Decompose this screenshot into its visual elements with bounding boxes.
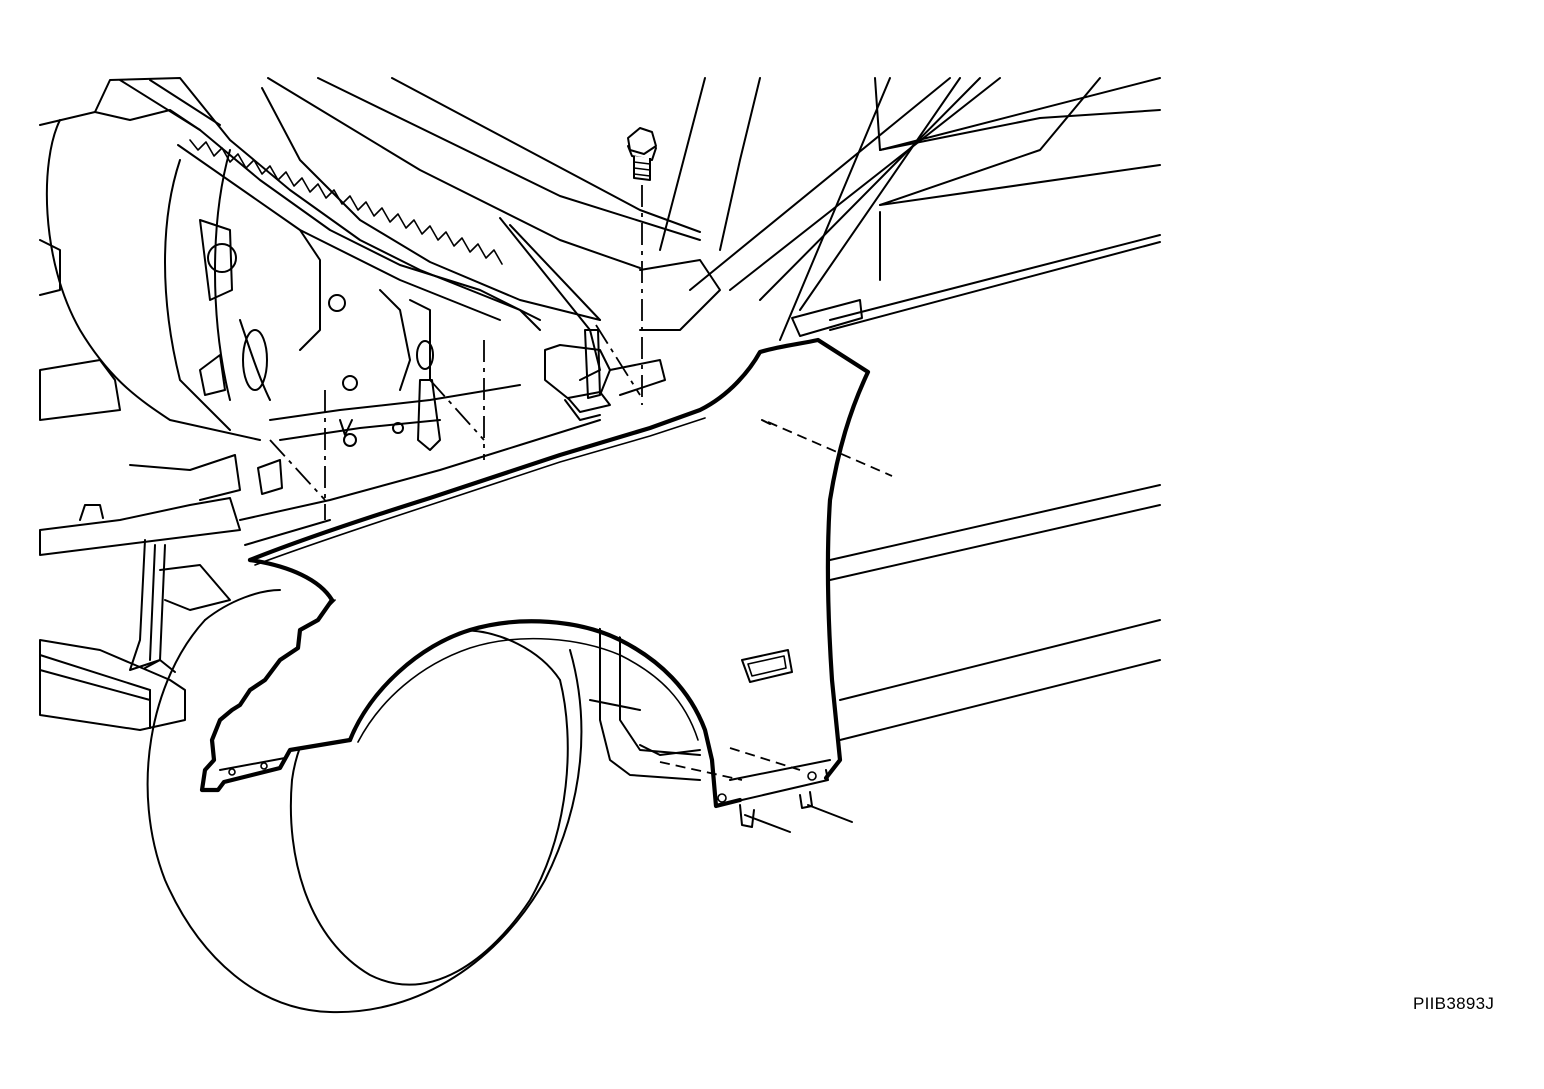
- front-fender: [199, 337, 871, 828]
- installation-guide-lines: [269, 185, 893, 833]
- diagram-reference-code: PIIB3893J: [1413, 994, 1495, 1013]
- bolt-icon: [627, 127, 657, 181]
- body-structure: [39, 77, 1161, 1014]
- fender-clips: [257, 329, 611, 495]
